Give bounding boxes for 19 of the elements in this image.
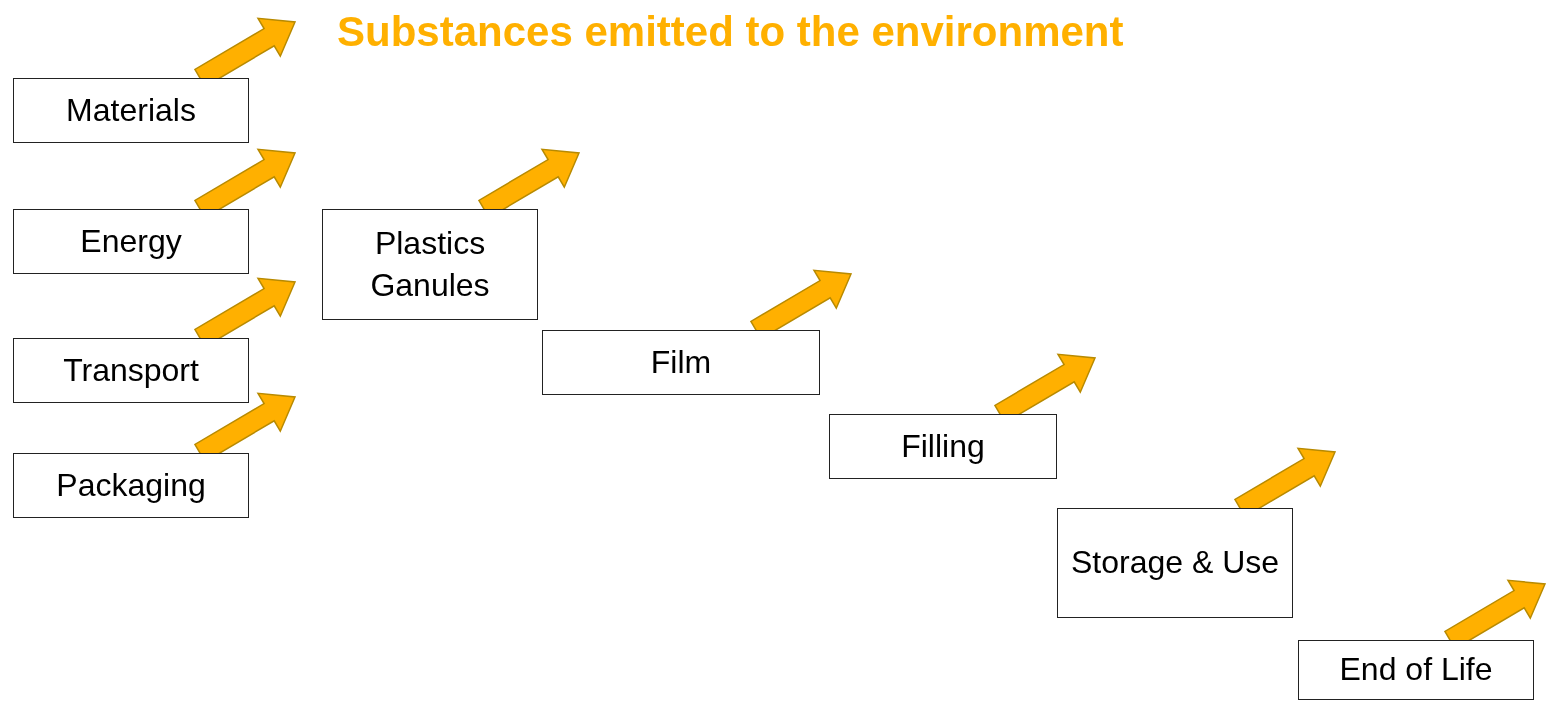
process-box xyxy=(1057,508,1293,618)
box-label: Storage & Use xyxy=(1070,543,1280,583)
process-box xyxy=(829,414,1057,479)
box-label: End of Life xyxy=(1339,650,1493,690)
process-box xyxy=(13,453,249,518)
box-label: Materials xyxy=(66,90,196,130)
process-box xyxy=(322,209,538,320)
title: Substances emitted to the environment xyxy=(337,8,1124,56)
box-label: Filling xyxy=(901,426,985,466)
box-label: Transport xyxy=(63,350,199,390)
process-box xyxy=(13,209,249,274)
box-label: Energy xyxy=(80,221,182,261)
box-label: Packaging xyxy=(56,465,206,505)
box-label: Film xyxy=(650,342,712,382)
process-box xyxy=(13,78,249,143)
process-box xyxy=(542,330,820,395)
process-box xyxy=(1298,640,1534,700)
box-label: Plastics Ganules xyxy=(369,223,491,305)
process-box xyxy=(13,338,249,403)
